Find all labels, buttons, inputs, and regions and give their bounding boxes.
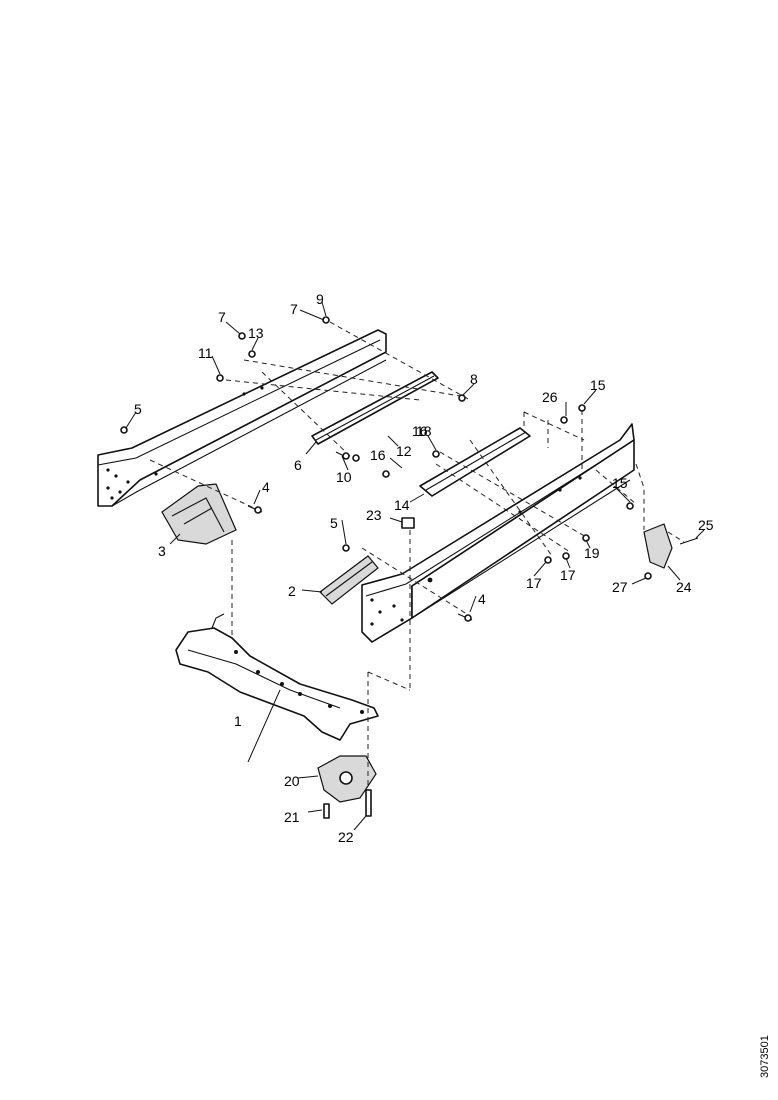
bracket bbox=[319, 555, 379, 605]
callout-label: 15 bbox=[612, 475, 628, 491]
callout-label: 4 bbox=[262, 479, 270, 495]
callout-label: 1 bbox=[234, 713, 242, 729]
callout-label: 5 bbox=[330, 515, 338, 531]
callout-label: 14 bbox=[394, 497, 410, 513]
assembly-guide-lines bbox=[149, 321, 685, 790]
callout-label: 22 bbox=[338, 829, 354, 845]
callout-label: 26 bbox=[542, 389, 558, 405]
callout-label: 25 bbox=[698, 517, 714, 533]
callout-label: 20 bbox=[284, 773, 300, 789]
callout-label: 7 bbox=[290, 301, 298, 317]
callout-label: 17 bbox=[560, 567, 576, 583]
rear-bracket bbox=[643, 523, 673, 569]
cross-bar-center bbox=[311, 371, 439, 445]
callout-label: 19 bbox=[584, 545, 600, 561]
callout-label: 15 bbox=[590, 377, 606, 393]
gusset-plate bbox=[161, 483, 237, 545]
callout-label: 3 bbox=[158, 543, 166, 559]
callout-label: 5 bbox=[134, 401, 142, 417]
callout-label: 6 bbox=[294, 457, 302, 473]
callout-label: 16 bbox=[412, 423, 428, 439]
callout-labels: 1 2 3 4 4 5 5 6 7 7 8 9 10 11 12 13 14 1… bbox=[134, 291, 714, 845]
callout-label: 7 bbox=[218, 309, 226, 325]
callout-label: 4 bbox=[478, 591, 486, 607]
callout-label: 2 bbox=[288, 583, 296, 599]
callout-label: 9 bbox=[316, 291, 324, 307]
cross-member bbox=[175, 613, 379, 741]
callout-label: 17 bbox=[526, 575, 542, 591]
engine-mount bbox=[317, 755, 377, 803]
document-reference: 3073501 bbox=[759, 1035, 771, 1078]
callout-label: 27 bbox=[612, 579, 628, 595]
callout-label: 21 bbox=[284, 809, 300, 825]
callout-label: 18 bbox=[416, 423, 432, 439]
callout-label: 24 bbox=[676, 579, 692, 595]
left-frame-rail bbox=[97, 329, 387, 507]
callout-label: 23 bbox=[366, 507, 382, 523]
callout-label: 13 bbox=[248, 325, 264, 341]
callout-label: 11 bbox=[198, 345, 213, 361]
callout-label: 12 bbox=[396, 443, 412, 459]
leader-lines bbox=[125, 301, 705, 831]
callout-label: 10 bbox=[336, 469, 352, 485]
cross-bar-right bbox=[419, 427, 531, 497]
callout-label: 16 bbox=[370, 447, 386, 463]
callout-label: 8 bbox=[470, 371, 478, 387]
right-frame-rail bbox=[361, 423, 635, 643]
